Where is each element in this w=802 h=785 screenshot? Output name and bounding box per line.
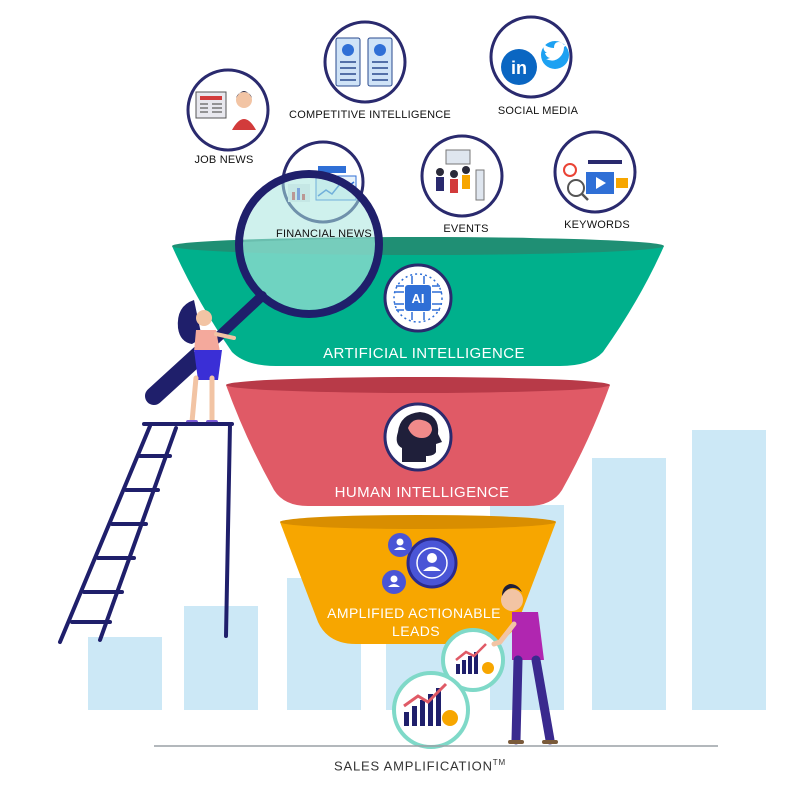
magnifying-glass-icon [145,170,383,405]
newspaper-person-icon [195,91,256,130]
layer-label-leads-line1: AMPLIFIED ACTIONABLE [327,605,501,621]
source-label-social-media: SOCIAL MEDIA [497,105,579,117]
source-keywords-badge [553,130,637,214]
growth-chart-large-icon [392,671,470,749]
funnel-layer-human [226,377,610,506]
layer-label-human: HUMAN INTELLIGENCE [334,484,510,501]
layer-label-leads-line2: LEADS [392,623,440,639]
linkedin-twitter-icon: in [501,41,569,85]
background-bar [692,430,766,710]
growth-chart-small-icon [441,628,505,692]
background-bar [88,637,162,710]
background-bar [184,606,258,710]
ai-chip-icon [393,273,443,323]
man-figure [491,584,558,745]
funnel-human-rim [226,377,610,393]
source-label-events: EVENTS [443,223,489,235]
users-icon [382,533,458,594]
linkedin-text: in [511,58,527,78]
footer-label: SALES AMPLIFICATIONTM [334,758,506,773]
source-label-keywords: KEYWORDS [564,219,630,231]
trademark-mark: TM [492,758,506,767]
source-social-media-badge: in [489,15,573,99]
footer-label-text: SALES AMPLIFICATION [334,758,493,774]
search-keywords-icon [563,160,628,201]
source-events-badge [420,134,504,218]
woman-figure [177,300,236,425]
source-competitive-intelligence-badge [323,20,407,104]
background-bar [592,458,666,710]
event-people-icon [436,149,485,201]
ladder-icon [58,422,234,644]
profile-cards-icon [335,37,393,87]
funnel-leads-rim [280,515,556,529]
brain-head-icon [396,412,442,462]
source-label-financial-news: FINANCIAL NEWS [276,228,372,240]
source-job-news-badge [186,68,270,152]
source-label-job-news: JOB NEWS [194,154,254,166]
ai-chip-text: AI [412,291,425,306]
layer-label-ai: ARTIFICIAL INTELLIGENCE [323,345,525,362]
funnel-layer-leads [280,515,556,644]
source-label-competitive-intelligence: COMPETITIVE INTELLIGENCE [289,109,451,121]
